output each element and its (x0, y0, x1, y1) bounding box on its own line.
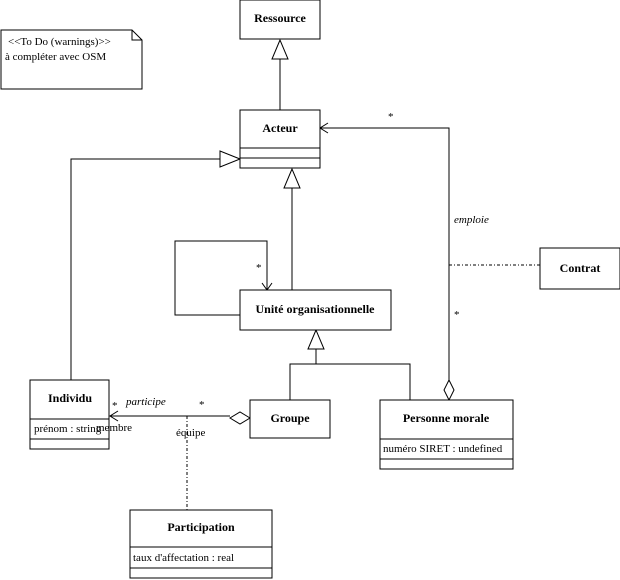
class-ressource[interactable]: Ressource (239, 0, 321, 40)
class-individu[interactable]: Individu prénom : string (29, 379, 110, 450)
class-name-ressource: Ressource (254, 11, 306, 25)
multiplicity-individu: * (112, 400, 118, 412)
generalization-groupe-personne-unite (289, 328, 411, 400)
class-name-groupe: Groupe (270, 411, 310, 425)
multiplicity-acteur: * (388, 111, 394, 123)
class-name-unite: Unité organisationnelle (256, 302, 376, 316)
class-participation[interactable]: Participation taux d'affectation : real (129, 509, 273, 579)
note-line-2: à compléter avec OSM (5, 51, 106, 63)
generalization-unite-acteur (283, 167, 301, 290)
class-groupe[interactable]: Groupe (249, 399, 331, 439)
role-equipe: équipe (176, 427, 205, 439)
attr-prenom: prénom : string (34, 423, 102, 435)
attr-taux-affectation: taux d'affectation : real (133, 552, 234, 564)
generalization-acteur-ressource (271, 38, 289, 110)
class-name-contrat: Contrat (560, 261, 601, 275)
label-emploie: emploie (454, 214, 489, 226)
label-participe: participe (125, 396, 166, 408)
role-membre: membre (96, 422, 132, 434)
class-name-participation: Participation (167, 520, 235, 534)
multiplicity-personne-morale: * (454, 309, 460, 321)
class-unite-organisationnelle[interactable]: Unité organisationnelle (239, 289, 392, 331)
multiplicity-unite-self: * (256, 262, 262, 274)
association-emploie (319, 122, 455, 402)
attr-numero-siret: numéro SIRET : undefined (383, 443, 503, 455)
association-participe (109, 410, 251, 425)
class-acteur[interactable]: Acteur (239, 109, 321, 169)
class-name-individu: Individu (48, 391, 92, 405)
multiplicity-groupe: * (199, 399, 205, 411)
class-name-personne-morale: Personne morale (403, 411, 490, 425)
note-line-1: <<To Do (warnings)>> (8, 36, 111, 48)
class-contrat[interactable]: Contrat (539, 247, 620, 290)
class-personne-morale[interactable]: Personne morale numéro SIRET : undefined (379, 399, 514, 470)
class-name-acteur: Acteur (262, 121, 298, 135)
generalization-individu-acteur (70, 150, 242, 380)
todo-note: <<To Do (warnings)>> à compléter avec OS… (0, 29, 143, 90)
